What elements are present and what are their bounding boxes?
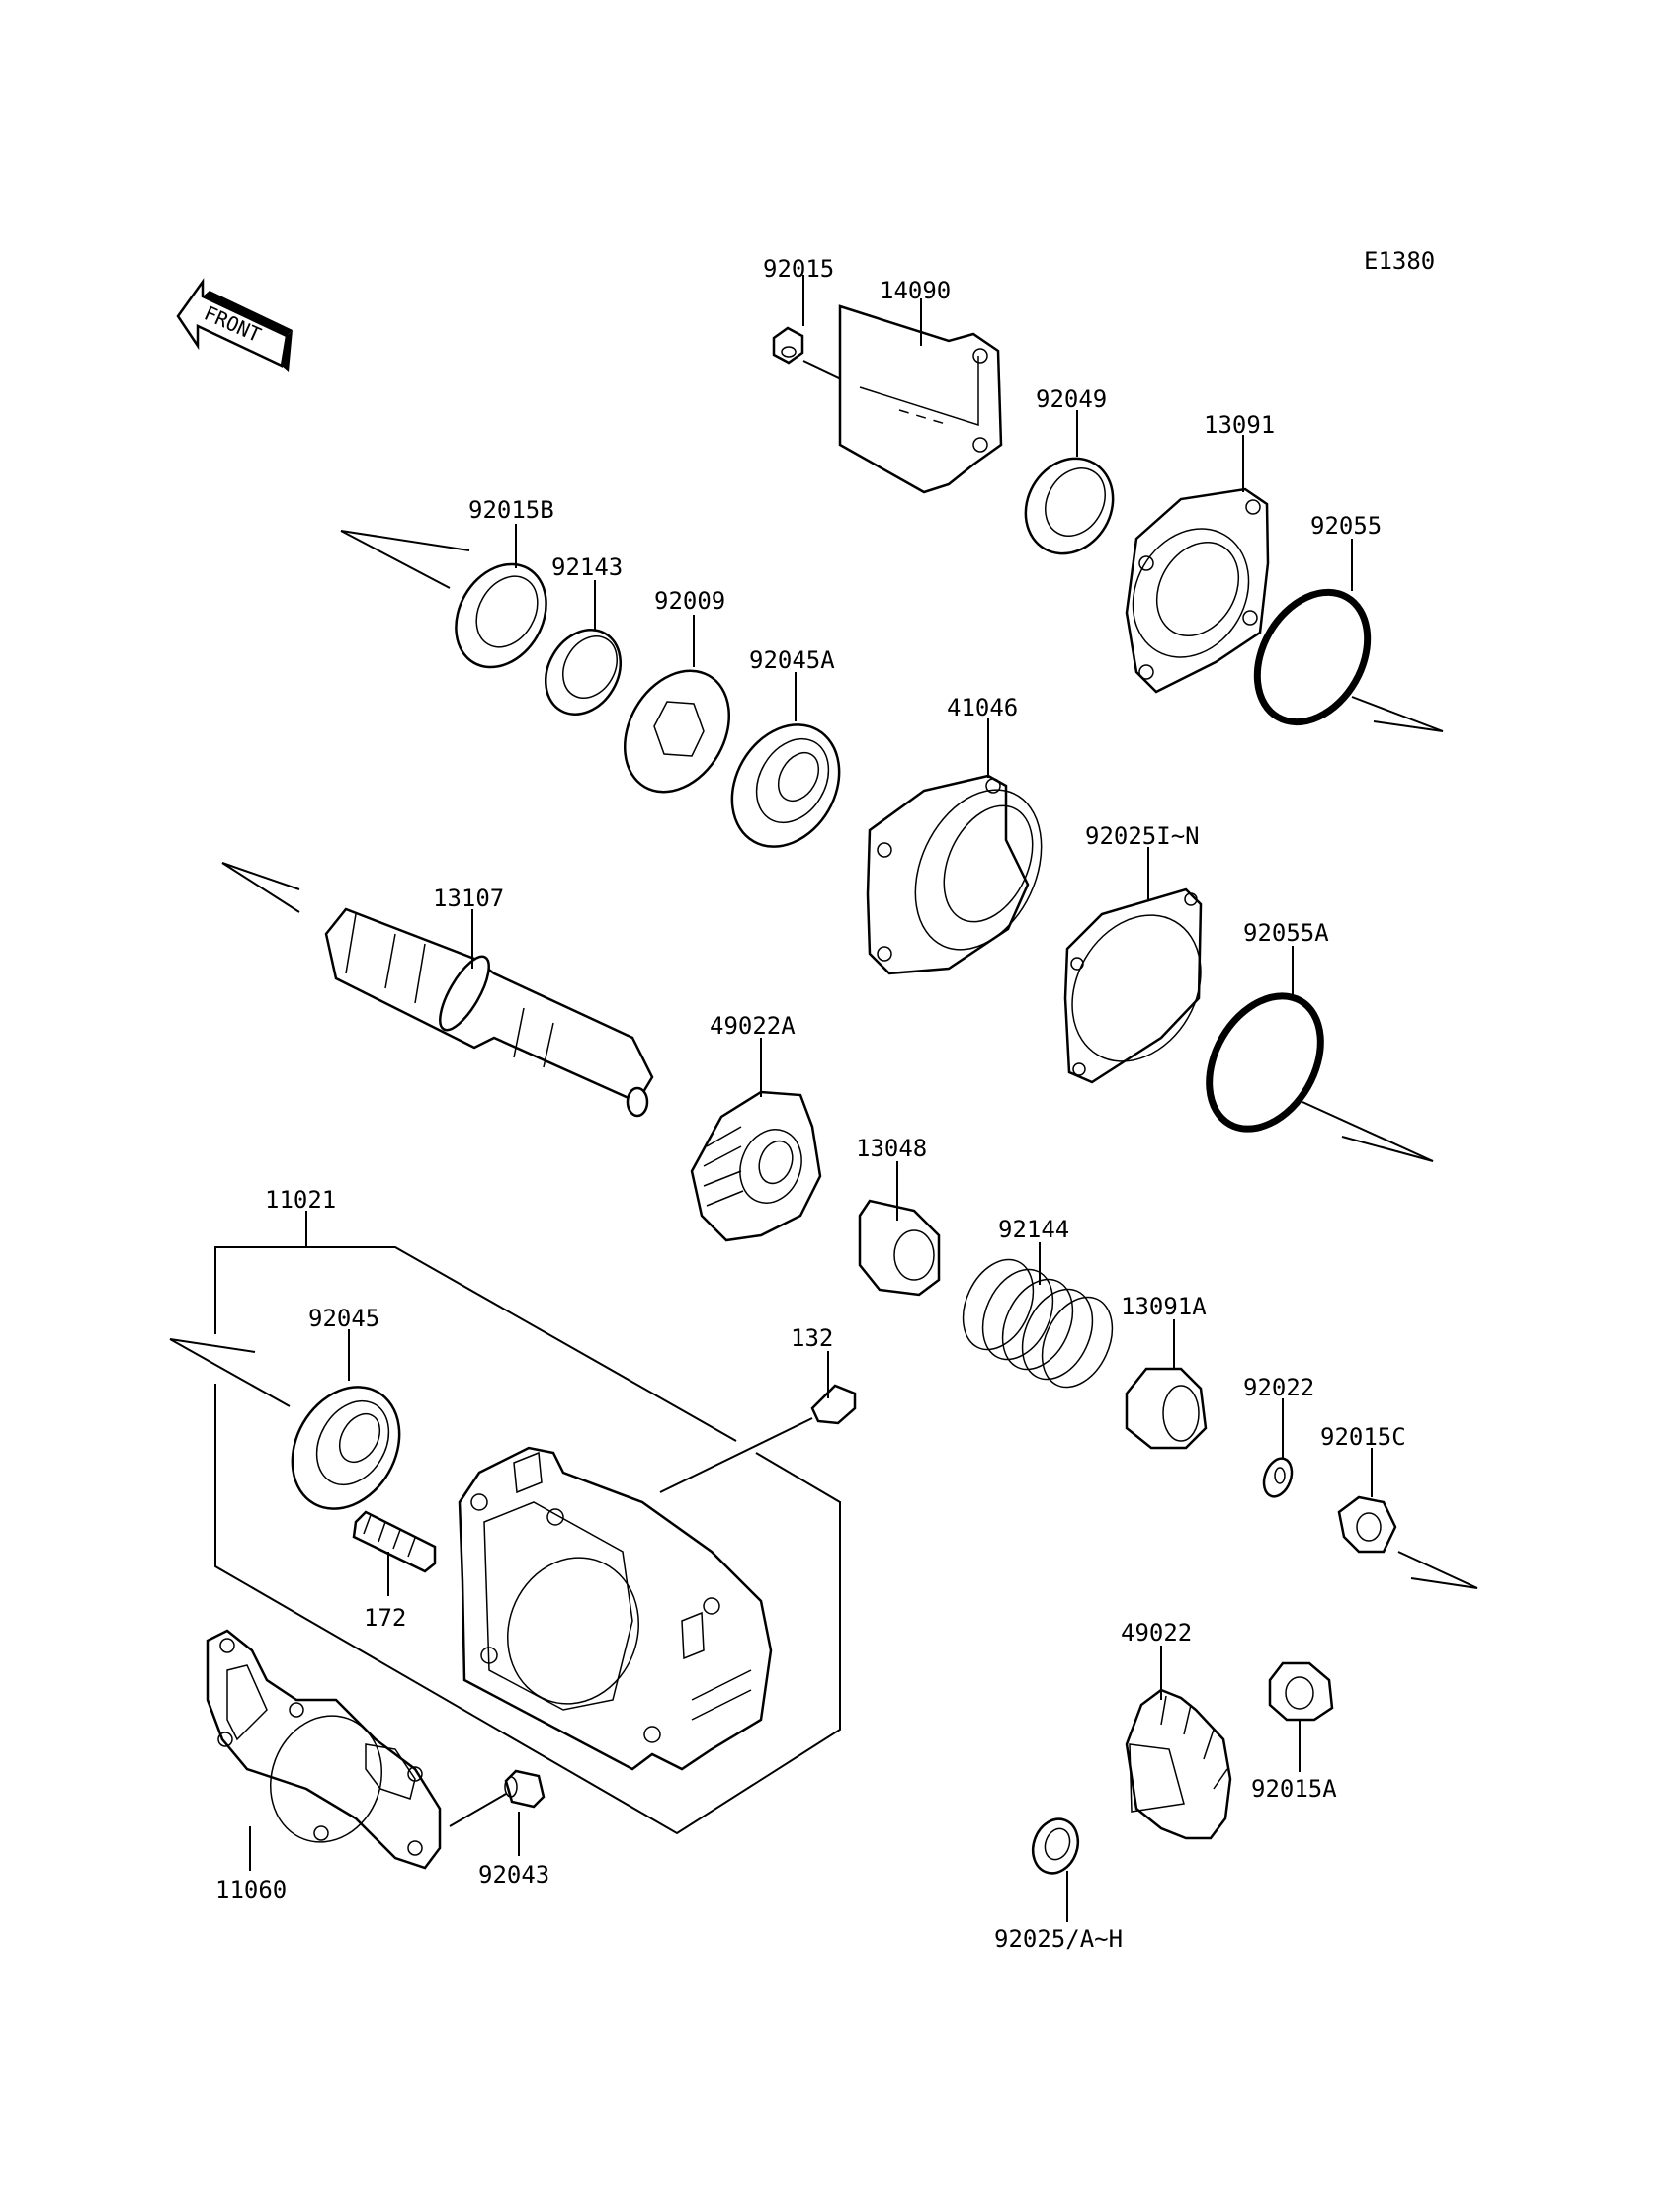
label-11060: 11060 (215, 1876, 287, 1903)
label-92009: 92009 (654, 587, 725, 615)
part-92055A-o-ring (1206, 992, 1434, 1162)
part-92049-seal (1024, 457, 1115, 555)
part-92025AH-shim (1031, 1817, 1080, 1875)
part-92144-spring (962, 1258, 1114, 1389)
label-92015B: 92015B (468, 496, 554, 524)
part-41046-housing (866, 774, 1043, 975)
part-13091A-collar (1125, 1367, 1208, 1450)
label-92049: 92049 (1036, 385, 1107, 413)
part-14090-guard (838, 304, 1003, 494)
label-49022: 49022 (1121, 1619, 1192, 1647)
label-92015: 92015 (763, 255, 834, 283)
part-92022-washer (1262, 1457, 1294, 1498)
label-92015A: 92015A (1251, 1775, 1337, 1803)
label-92025AH: 92025/A~H (994, 1925, 1123, 1953)
label-132: 132 (791, 1324, 833, 1352)
label-92015C: 92015C (1320, 1423, 1406, 1451)
label-92025IN: 92025I~N (1085, 822, 1200, 850)
part-92015C-nut (1337, 1495, 1478, 1589)
label-92055A: 92055A (1243, 919, 1329, 947)
label-92022: 92022 (1243, 1374, 1314, 1401)
label-172: 172 (364, 1604, 406, 1632)
part-92045A-bearing (730, 723, 841, 848)
part-92055-o-ring (1253, 588, 1444, 732)
part-13048-coupling (858, 1199, 941, 1297)
part-49022A-gear (690, 1090, 822, 1242)
part-172-stud (352, 1510, 437, 1573)
label-49022A: 49022A (710, 1012, 796, 1040)
part-92025IN-shim (1063, 887, 1203, 1084)
label-13048: 13048 (856, 1135, 927, 1162)
front-arrow-icon: FRONT (176, 278, 293, 372)
label-41046: 41046 (947, 694, 1018, 721)
label-92143: 92143 (551, 553, 623, 581)
part-11060-gasket (206, 1629, 442, 1870)
label-13091A: 13091A (1121, 1293, 1207, 1320)
diagram-code: E1380 (1364, 247, 1435, 275)
label-14090: 14090 (880, 277, 951, 304)
label-92144: 92144 (998, 1216, 1069, 1243)
part-132-bolt (659, 1384, 857, 1493)
part-13107-shaft (221, 862, 654, 1118)
part-92015A-nut (1268, 1661, 1334, 1722)
label-11021: 11021 (265, 1186, 336, 1214)
part-92009-washer (623, 669, 731, 794)
case-group-outline (214, 1211, 841, 1835)
part-case-body (458, 1446, 773, 1771)
part-92015B-locknut (340, 530, 547, 669)
part-13091-housing (1125, 487, 1270, 694)
label-92045: 92045 (308, 1305, 379, 1332)
label-13091: 13091 (1204, 411, 1275, 439)
label-92043: 92043 (478, 1861, 549, 1889)
part-92043-dowel (449, 1769, 546, 1827)
part-49022-gear (1125, 1688, 1232, 1840)
label-13107: 13107 (433, 885, 504, 912)
label-92045A: 92045A (749, 646, 835, 674)
part-92045-bearing (169, 1338, 401, 1510)
label-92055: 92055 (1310, 512, 1382, 540)
part-92143-collar (545, 629, 622, 716)
